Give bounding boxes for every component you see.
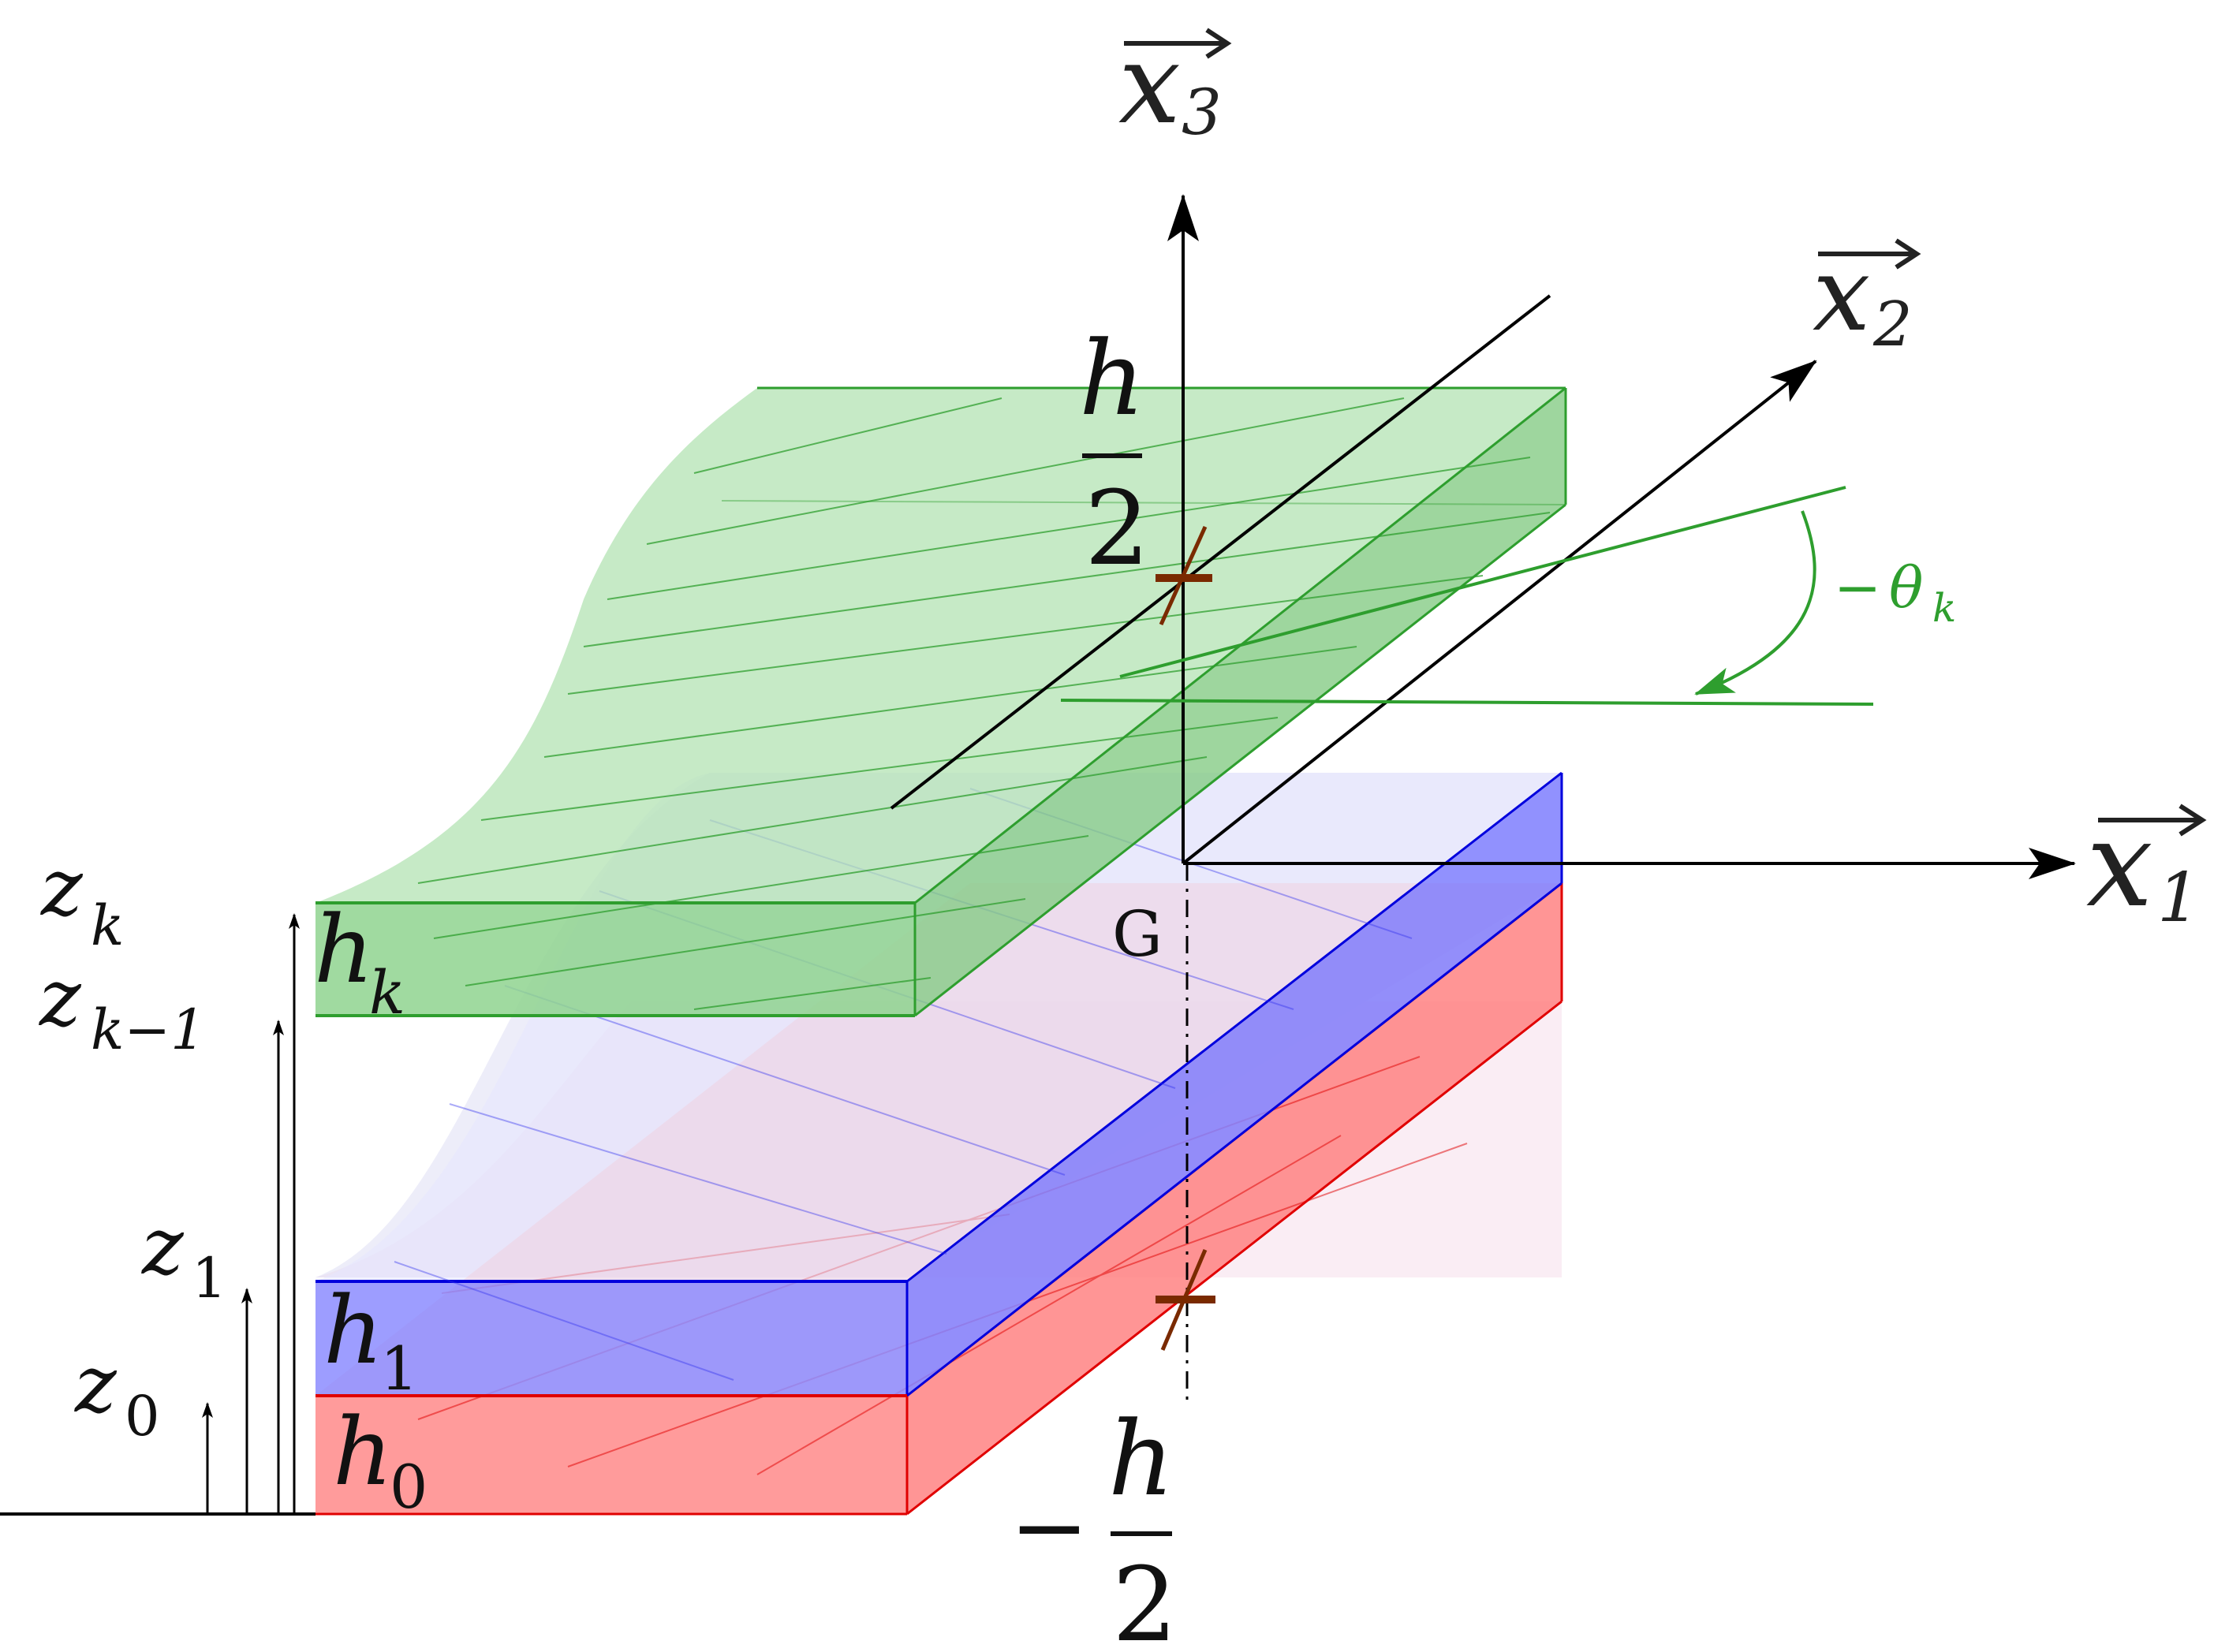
tick-top [1156,525,1212,626]
ply-h1-front-face [315,1281,907,1396]
ply-angle-construction [1060,486,1874,706]
x3-label: x 3 [1118,21,1232,149]
half-bottom-denominator: 2 [1112,1545,1178,1648]
zk-label: z k [40,841,124,958]
ply-h1-label: h 1 [323,1276,418,1404]
origin-label: G [1112,897,1163,971]
x3-vector-arrow [1124,28,1232,59]
angle-arc-arrow [1694,510,1816,695]
angle-index: k [1932,585,1956,631]
ply-hk-front-face [315,903,915,1016]
z1-letter: z [141,1200,185,1292]
ply-h1-letter: h [323,1276,383,1385]
zk-1-label: z k−1 [39,952,206,1062]
ply-h0-letter: h [333,1397,393,1506]
half-thickness-bottom-label: − h 2 [1010,1399,1178,1652]
x2-label: x 2 [1813,234,1921,360]
x2-vector-arrow [1818,238,1921,270]
zk-1-letter: z [39,952,82,1044]
half-bottom-numerator: h [1108,1399,1174,1519]
x3-index: 3 [1182,76,1222,149]
x1-index: 1 [2157,859,2201,938]
x1-label: x 1 [2086,796,2207,938]
z1-index: 1 [192,1246,227,1311]
ply-h0-label: h 0 [333,1397,427,1522]
ply-hk-index: k [369,957,405,1027]
half-thickness-top-label: h 2 [1079,319,1150,588]
ply-h0-front-face [315,1396,907,1514]
ply-h0-index: 0 [390,1452,427,1522]
angle-sign: − [1834,554,1881,621]
half-top-denominator: 2 [1085,468,1150,588]
x1-letter: x [2086,796,2153,934]
tick-bottom [1156,1249,1215,1351]
x2-axis [1182,360,1817,865]
z1-label: z 1 [141,1200,227,1311]
half-top-numerator: h [1079,319,1145,438]
ply-h0-side-face [907,883,1562,1514]
zk-letter: z [40,841,84,934]
ply-h1-index: 1 [380,1333,418,1404]
ply-hk-letter: h [314,895,374,1004]
angle-symbol: θ [1889,554,1923,621]
ply-angle-label: − θ k [1834,554,1956,631]
z0-letter: z [74,1338,118,1430]
x3-letter: x [1118,21,1181,149]
z0-index: 0 [125,1384,160,1449]
zk-1-index: k−1 [91,998,206,1062]
half-bottom-sign: − [1010,1473,1089,1583]
x1-vector-arrow [2098,804,2207,837]
fiber-direction-line [890,294,1551,810]
ply-h1-side-face [907,773,1562,1396]
zk-index: k [91,893,124,958]
z0-label: z 0 [74,1338,160,1449]
ply-hk-label: h k [314,895,405,1027]
x2-index: 2 [1872,289,1913,360]
